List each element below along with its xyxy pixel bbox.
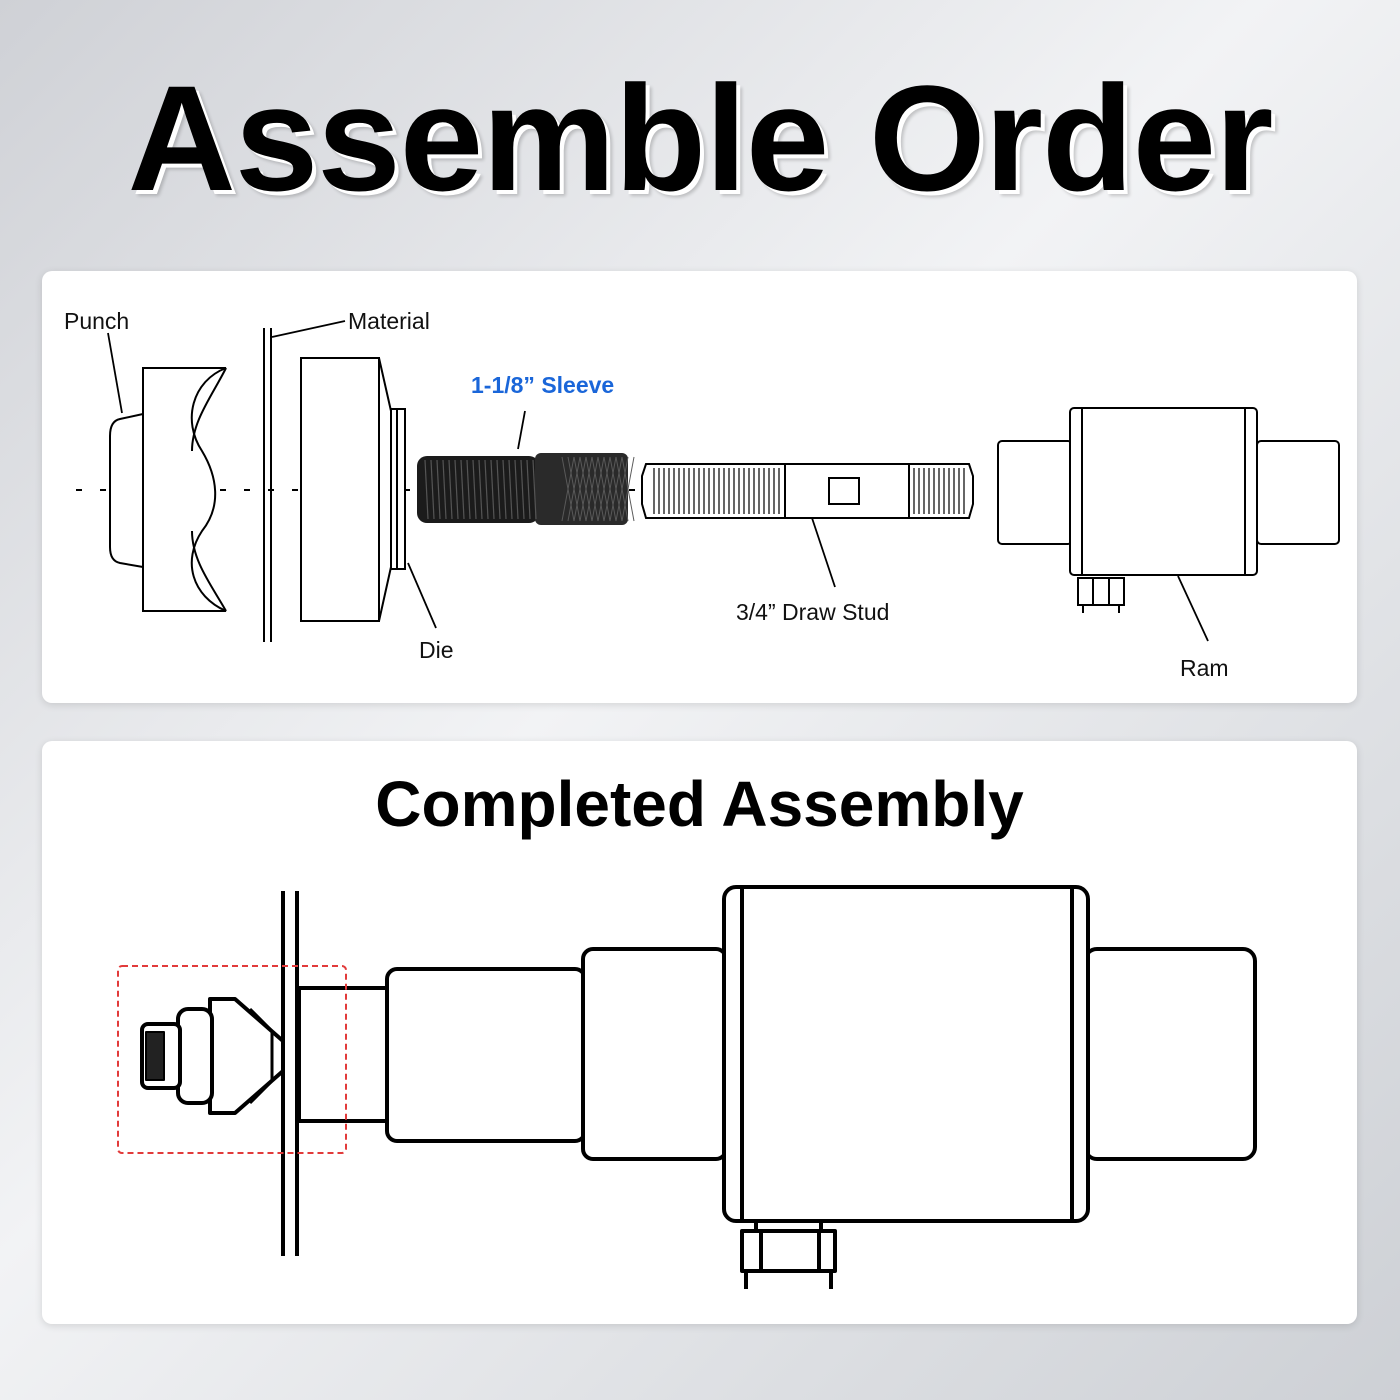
sleeve-part <box>385 967 587 1143</box>
adapter-part <box>581 947 728 1161</box>
material-label: Material <box>348 308 430 334</box>
punch-label: Punch <box>64 308 129 334</box>
ram-body <box>722 885 1090 1223</box>
leader-lines <box>107 320 1209 642</box>
ram-part <box>997 407 1340 613</box>
exploded-view-diagram: Punch Material 1-1/8” Sleeve Die 3/4” Dr… <box>64 308 1340 681</box>
exploded-view-panel: Punch Material 1-1/8” Sleeve Die 3/4” Dr… <box>42 271 1357 703</box>
punch-part <box>109 367 227 612</box>
draw-stud-part <box>641 463 974 519</box>
completed-assembly-panel: Completed Assembly <box>42 741 1357 1324</box>
completed-assembly-diagram <box>117 885 1257 1289</box>
draw-stud-label: 3/4” Draw Stud <box>736 599 889 625</box>
sleeve-label: 1-1/8” Sleeve <box>471 372 614 398</box>
hydraulic-fitting <box>740 1221 837 1289</box>
punch-highlight-box <box>117 965 347 1154</box>
sleeve-part <box>417 453 635 525</box>
die-part <box>300 357 406 622</box>
punch-part <box>140 997 285 1115</box>
ram-nose <box>1083 947 1257 1161</box>
completed-assembly-title: Completed Assembly <box>375 768 1024 840</box>
die-part <box>297 986 389 1123</box>
material-part <box>281 891 299 1256</box>
die-label: Die <box>419 637 454 663</box>
page-title: Assemble Order <box>127 54 1274 222</box>
draw-stud-threads <box>653 468 965 514</box>
material-part <box>263 328 272 642</box>
ram-label: Ram <box>1180 655 1229 681</box>
